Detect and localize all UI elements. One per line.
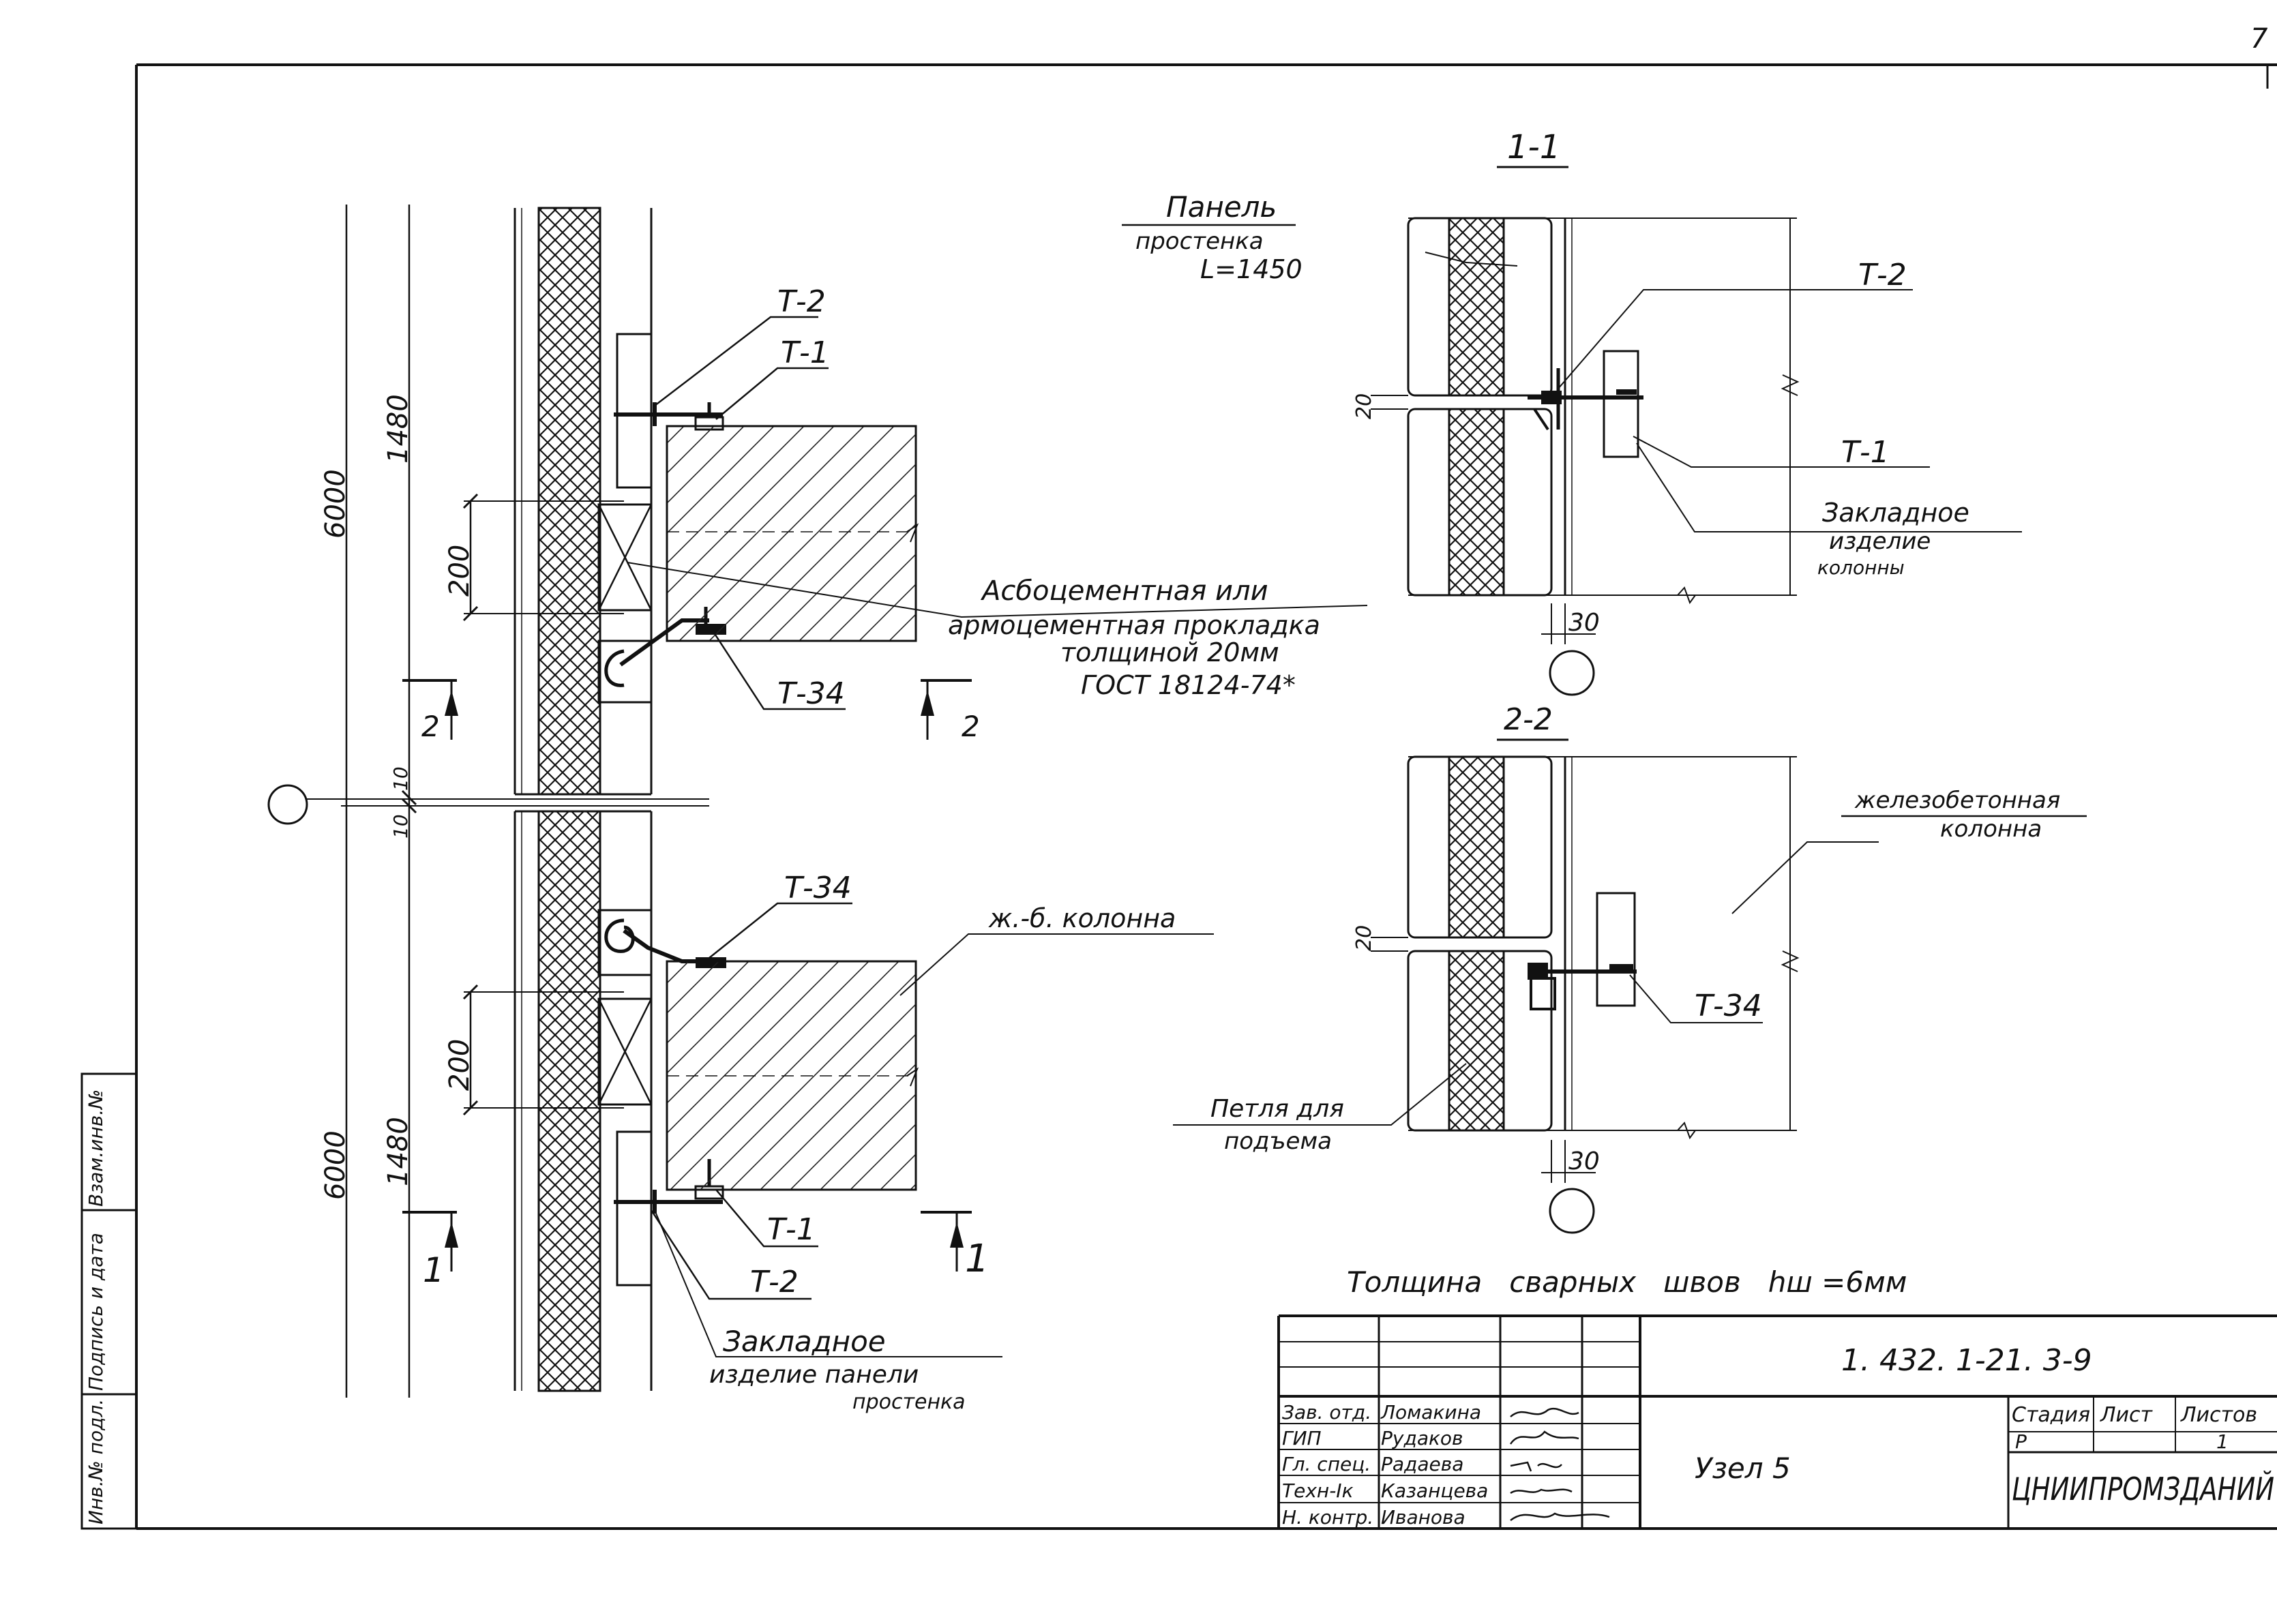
section-1-1-callout-t1: Т-1	[1841, 435, 1890, 470]
section-1-1-dim-gap: 30	[1568, 609, 1600, 637]
dim-inner-bottom: 1480	[383, 1117, 414, 1186]
spacer-note: Асбоцементная или армоцементная прокладк…	[948, 575, 1320, 700]
dim-gap-top: 200	[444, 545, 475, 597]
section-2-2-title: 2-2	[1504, 702, 1553, 737]
title-block: 1. 432. 1-21. 3-9 Узел 5 Зав. отд. Ломак…	[1277, 1314, 2277, 1529]
role-1: ГИП	[1282, 1427, 1322, 1449]
spacer-note-line4: ГОСТ 18124-74*	[1081, 670, 1296, 700]
dim-outer-bottom: 6000	[320, 1130, 351, 1200]
embedded-panel-line1: Закладное	[723, 1325, 886, 1358]
header-sheet: Лист	[2100, 1403, 2154, 1427]
organization: ЦНИИПРОМЗДАНИЙ	[2012, 1471, 2274, 1507]
section-2-2-dim-gap: 30	[1568, 1147, 1600, 1175]
weld-note: Толщина сварных швов hш =6мм	[1347, 1265, 1907, 1299]
section-1-1: 1-1 20 30 Панель	[1122, 128, 2022, 696]
panel-note-line3: L=1450	[1200, 254, 1303, 284]
spacer-note-line1: Асбоцементная или	[980, 575, 1268, 607]
section-1-1-callout-t2: Т-2	[1858, 258, 1907, 292]
callout-t2-top: Т-2	[777, 284, 826, 319]
spacer-note-line3: толщиной 20мм	[1060, 637, 1279, 667]
panel-note-line2: простенка	[1135, 228, 1264, 255]
role-4: Н. контр.	[1282, 1506, 1373, 1529]
spacer-note-line2: армоцементная прокладка	[948, 610, 1320, 640]
embedded-column-line2: изделие	[1829, 528, 1931, 555]
embedded-panel-line3: простенка	[852, 1390, 966, 1414]
column-label: ж.-б. колонна	[988, 903, 1176, 933]
section-1-1-title: 1-1	[1507, 128, 1560, 166]
rc-column-line1: железобетонная	[1854, 787, 2060, 814]
role-0: Зав. отд.	[1282, 1401, 1371, 1424]
dim-gap-bottom: 200	[444, 1039, 475, 1091]
section-1-1-dim-joint: 20	[1352, 393, 1376, 419]
lifting-loop-line2: подъема	[1224, 1128, 1332, 1155]
header-sheets: Листов	[2180, 1403, 2257, 1427]
doc-code: 1. 432. 1-21. 3-9	[1841, 1343, 2092, 1378]
value-sheets: 1	[2216, 1430, 2229, 1453]
dimension-lines	[267, 205, 709, 1398]
lower-wall-panel	[514, 810, 653, 1392]
stamp-sign: Подпись и дата	[85, 1233, 107, 1391]
section-mark-1-right: 1	[965, 1237, 989, 1281]
dim-outer-top: 6000	[320, 469, 351, 539]
name-4: Иванова	[1381, 1506, 1465, 1529]
callout-t2-bottom: Т-2	[750, 1265, 799, 1299]
section-mark-1-left: 1	[423, 1250, 445, 1290]
side-stamp: Инв.№ подл. Подпись и дата Взам.инв.№	[80, 1072, 138, 1530]
lifting-loop-line1: Петля для	[1210, 1095, 1344, 1123]
section-mark-2-right: 2	[962, 710, 980, 743]
panel-note-line1: Панель	[1166, 190, 1277, 224]
section-2-2-dim-joint: 20	[1352, 925, 1376, 951]
dim-inner-top: 1480	[383, 394, 414, 464]
embedded-column-line1: Закладное	[1822, 498, 1969, 528]
name-0: Ломакина	[1380, 1401, 1481, 1424]
callout-t34-top: Т-34	[777, 676, 845, 711]
page-number: 7	[2250, 23, 2268, 55]
column-lower	[666, 960, 919, 1191]
value-stage: Р	[2015, 1430, 2027, 1453]
callout-t1-top: Т-1	[781, 335, 829, 370]
role-2: Гл. спец.	[1282, 1453, 1371, 1475]
column-upper	[666, 425, 919, 642]
dim-joint-top: 10	[389, 766, 412, 791]
signatures	[1509, 1407, 1610, 1521]
embedded-panel-note: Закладное изделие панели простенка	[709, 1325, 966, 1414]
stamp-inv: Инв.№ подл.	[85, 1399, 107, 1524]
main-view: 6000 6000 1480 1480 200 200 10 10	[267, 205, 1368, 1414]
name-2: Радаева	[1381, 1453, 1463, 1475]
name-1: Рудаков	[1381, 1427, 1463, 1449]
callout-leaders	[627, 316, 1368, 1357]
rc-column-line2: колонна	[1940, 815, 2042, 843]
embedded-panel-line2: изделие панели	[709, 1361, 919, 1389]
role-3: Техн-Iк	[1282, 1479, 1354, 1502]
section-2-2-callout-t34: Т-34	[1695, 989, 1762, 1023]
dim-joint-bottom: 10	[389, 814, 412, 839]
header-stage: Стадия	[2012, 1403, 2090, 1427]
name-3: Казанцева	[1381, 1479, 1488, 1502]
stamp-replace: Взам.инв.№	[85, 1089, 107, 1207]
section-marks	[402, 679, 972, 1272]
callout-t34-bottom: Т-34	[784, 871, 852, 905]
sheet-title: Узел 5	[1695, 1452, 1791, 1485]
callout-t1-bottom: Т-1	[767, 1212, 816, 1247]
embedded-column-line3: колонны	[1817, 556, 1905, 579]
section-2-2: 2-2 20 30 железобетонная колонна	[1173, 702, 2087, 1234]
section-mark-2-left: 2	[421, 710, 440, 743]
